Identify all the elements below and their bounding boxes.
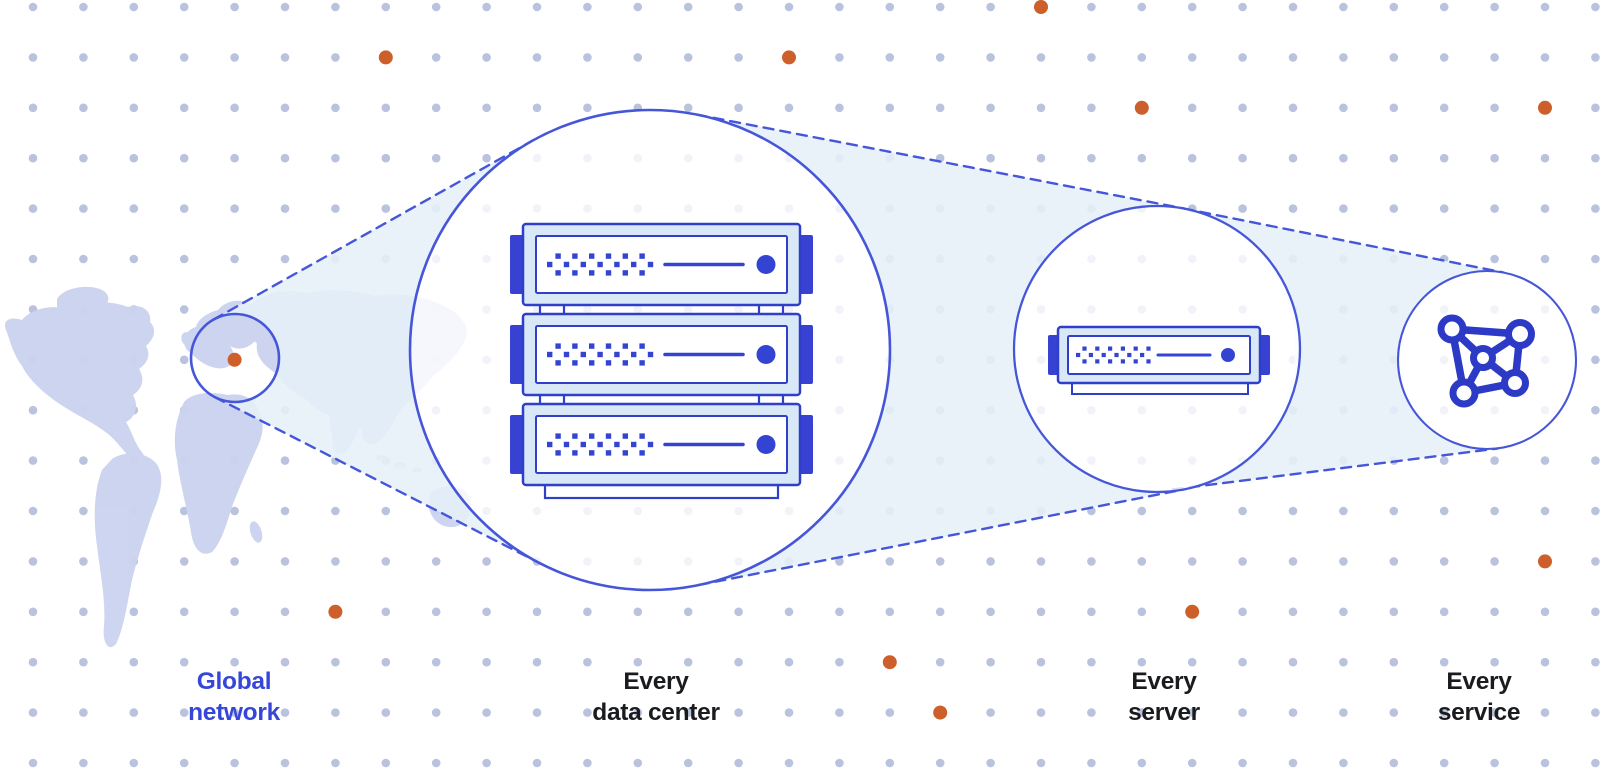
orange-dot bbox=[933, 705, 948, 720]
orange-dot bbox=[1134, 100, 1149, 115]
label-global-network-line2: network bbox=[188, 699, 280, 726]
label-global-network-line1: Global bbox=[196, 668, 272, 695]
orange-dot bbox=[882, 655, 897, 670]
orange-dot bbox=[1538, 554, 1552, 569]
label-every-data-center-line2: data center bbox=[592, 699, 720, 726]
label-every-service-line2: service bbox=[1437, 699, 1521, 726]
orange-dots bbox=[227, 0, 1552, 720]
orange-dot bbox=[1034, 0, 1048, 14]
server-rack-icon bbox=[510, 222, 813, 500]
zoom-beam-1 bbox=[213, 140, 541, 564]
orange-dot bbox=[227, 352, 242, 367]
rack-server-unit bbox=[510, 402, 813, 487]
dashed-guides bbox=[212, 113, 1505, 587]
label-every-service-line1: Every bbox=[1446, 668, 1512, 695]
rack-server-unit bbox=[510, 222, 813, 307]
orange-dot bbox=[782, 50, 796, 65]
server-icon bbox=[1048, 325, 1270, 395]
label-global-network: Global network bbox=[188, 666, 280, 728]
server-unit bbox=[1048, 325, 1270, 385]
rack-server-unit bbox=[510, 312, 813, 397]
orange-dot bbox=[378, 50, 393, 65]
orange-dot bbox=[1538, 100, 1552, 115]
label-every-server-line1: Every bbox=[1131, 668, 1197, 695]
zoom-beam-2 bbox=[696, 114, 1186, 585]
label-every-server-line2: server bbox=[1128, 699, 1200, 726]
label-every-server: Every server bbox=[1128, 666, 1200, 728]
label-every-service: Every service bbox=[1437, 666, 1521, 728]
label-every-data-center-line1: Every bbox=[623, 668, 689, 695]
label-every-data-center: Every data center bbox=[592, 666, 720, 728]
mesh-network-icon bbox=[1437, 314, 1535, 408]
orange-dot bbox=[328, 604, 343, 619]
orange-dot bbox=[1185, 604, 1200, 619]
map-focus-circle bbox=[189, 312, 281, 404]
